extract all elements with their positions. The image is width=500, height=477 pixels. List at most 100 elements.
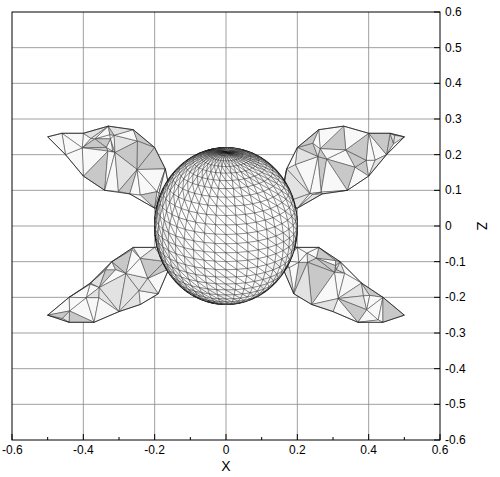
z-tick-label: 0.2 xyxy=(445,148,462,162)
mesh-triangle xyxy=(237,252,248,261)
tick xyxy=(333,437,334,440)
grid-line xyxy=(12,404,440,405)
mesh-triangle xyxy=(243,154,251,157)
mesh-triangle xyxy=(226,261,237,269)
mesh-triangle xyxy=(237,149,241,150)
mesh-triangle xyxy=(215,234,226,244)
mesh-triangle xyxy=(268,236,277,245)
mesh-triangle xyxy=(236,276,246,283)
tick xyxy=(47,437,48,440)
wing-outline xyxy=(280,244,405,322)
z-tick-label: 0.5 xyxy=(445,41,462,55)
x-tick-label: 0.2 xyxy=(289,443,306,457)
mesh-triangle xyxy=(215,234,226,244)
mesh-triangle xyxy=(294,208,296,217)
mesh-triangle xyxy=(221,152,226,155)
tick xyxy=(440,434,441,440)
mesh-triangle xyxy=(216,284,226,290)
mesh-triangle xyxy=(253,296,259,299)
tick xyxy=(434,12,440,13)
mesh-triangle xyxy=(220,173,226,181)
mesh-triangle xyxy=(237,268,248,276)
mesh-triangle xyxy=(82,148,108,176)
mesh-triangle xyxy=(205,224,215,234)
mesh-triangle xyxy=(267,227,276,236)
mesh-triangle xyxy=(195,232,205,243)
mesh-triangle xyxy=(307,253,316,262)
z-tick-label: 0.6 xyxy=(445,5,462,19)
mesh-triangle xyxy=(216,284,226,290)
mesh-triangle xyxy=(197,213,206,224)
mesh-triangle xyxy=(206,283,216,290)
mesh-triangle xyxy=(187,220,196,231)
mesh-triangle xyxy=(295,148,318,165)
mesh-triangle xyxy=(204,252,215,262)
tick xyxy=(297,434,298,440)
mesh-triangle xyxy=(242,156,251,160)
mesh-triangle xyxy=(266,165,273,170)
x-tick-label: -0.6 xyxy=(2,443,23,457)
mesh-triangle xyxy=(221,156,224,161)
mesh-triangle xyxy=(247,232,258,241)
mesh-triangle xyxy=(236,225,247,234)
mesh-triangle xyxy=(220,152,226,155)
mesh-triangle xyxy=(226,150,229,153)
mesh-triangle xyxy=(226,215,236,224)
mesh-triangle xyxy=(241,149,246,150)
mesh-triangle xyxy=(206,283,216,290)
mesh-triangle xyxy=(196,222,206,233)
mesh-triangle xyxy=(137,148,165,170)
mesh-triangle xyxy=(284,264,288,271)
mesh-triangle xyxy=(215,261,226,269)
grid-line xyxy=(12,333,440,334)
z-tick-label: -0.6 xyxy=(445,433,466,447)
z-tick-label: 0.3 xyxy=(445,112,462,126)
mesh-triangle xyxy=(234,153,243,155)
tick xyxy=(434,47,440,48)
mesh-triangle xyxy=(215,160,219,166)
mesh-triangle xyxy=(226,295,234,299)
tick xyxy=(434,190,440,191)
mesh-triangle xyxy=(248,241,259,250)
mesh-triangle xyxy=(188,292,198,298)
mesh-triangle xyxy=(258,248,268,257)
mesh-triangle xyxy=(312,299,338,312)
mesh-triangle xyxy=(226,180,233,188)
tick xyxy=(190,437,191,440)
mesh-triangle xyxy=(236,283,246,289)
mesh-triangle xyxy=(215,225,226,235)
tick xyxy=(434,404,440,405)
tick xyxy=(434,119,440,120)
mesh-triangle xyxy=(217,290,226,295)
tick xyxy=(261,437,262,440)
mesh-triangle xyxy=(268,254,276,262)
mesh-triangle xyxy=(215,243,226,252)
mesh-triangle xyxy=(226,290,234,295)
x-tick-label: -0.2 xyxy=(144,443,165,457)
mesh-triangle xyxy=(226,206,236,215)
mesh-triangle xyxy=(226,243,237,252)
mesh-triangle xyxy=(217,206,226,216)
mesh-triangle xyxy=(226,277,236,284)
mesh-triangle xyxy=(235,206,245,215)
mesh-triangle xyxy=(226,152,234,153)
mesh-triangle xyxy=(286,260,289,268)
z-tick-label: -0.3 xyxy=(445,326,466,340)
mesh-triangle xyxy=(233,150,240,152)
mesh-triangle xyxy=(293,221,296,230)
mesh-triangle xyxy=(236,269,246,277)
mesh-triangle xyxy=(216,225,226,235)
mesh-triangle xyxy=(237,260,248,268)
tick xyxy=(12,434,13,440)
mesh-triangle xyxy=(226,152,235,153)
mesh-triangle xyxy=(268,245,277,254)
mesh-triangle xyxy=(206,205,216,215)
sphere-mesh xyxy=(155,148,298,305)
mesh-triangle xyxy=(229,148,232,150)
tick xyxy=(434,226,440,227)
mesh-triangle xyxy=(221,152,226,155)
mesh-triangle xyxy=(284,238,290,247)
mesh-triangle xyxy=(226,150,227,153)
mesh-triangle xyxy=(215,253,226,262)
